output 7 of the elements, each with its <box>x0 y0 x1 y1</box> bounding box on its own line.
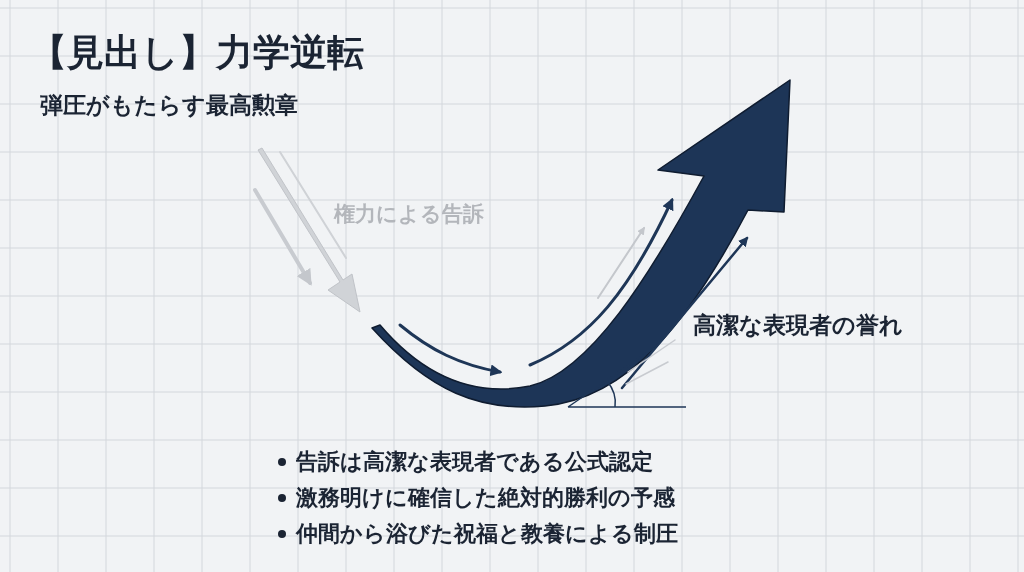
bullet-text: 仲間から浴びた祝福と教養による制圧 <box>296 520 678 548</box>
subtitle: 弾圧がもたらす最高勲章 <box>40 91 298 120</box>
bullet-text: 告訴は高潔な表現者である公式認定 <box>296 448 653 476</box>
annotation-text: 権力による告訴 <box>334 201 484 228</box>
annotation-text: 高潔な表現者の誉れ <box>693 311 903 340</box>
title: 【見出し】力学逆転 <box>30 30 364 76</box>
bullet-text: 激務明けに確信した絶対的勝利の予感 <box>296 484 675 512</box>
